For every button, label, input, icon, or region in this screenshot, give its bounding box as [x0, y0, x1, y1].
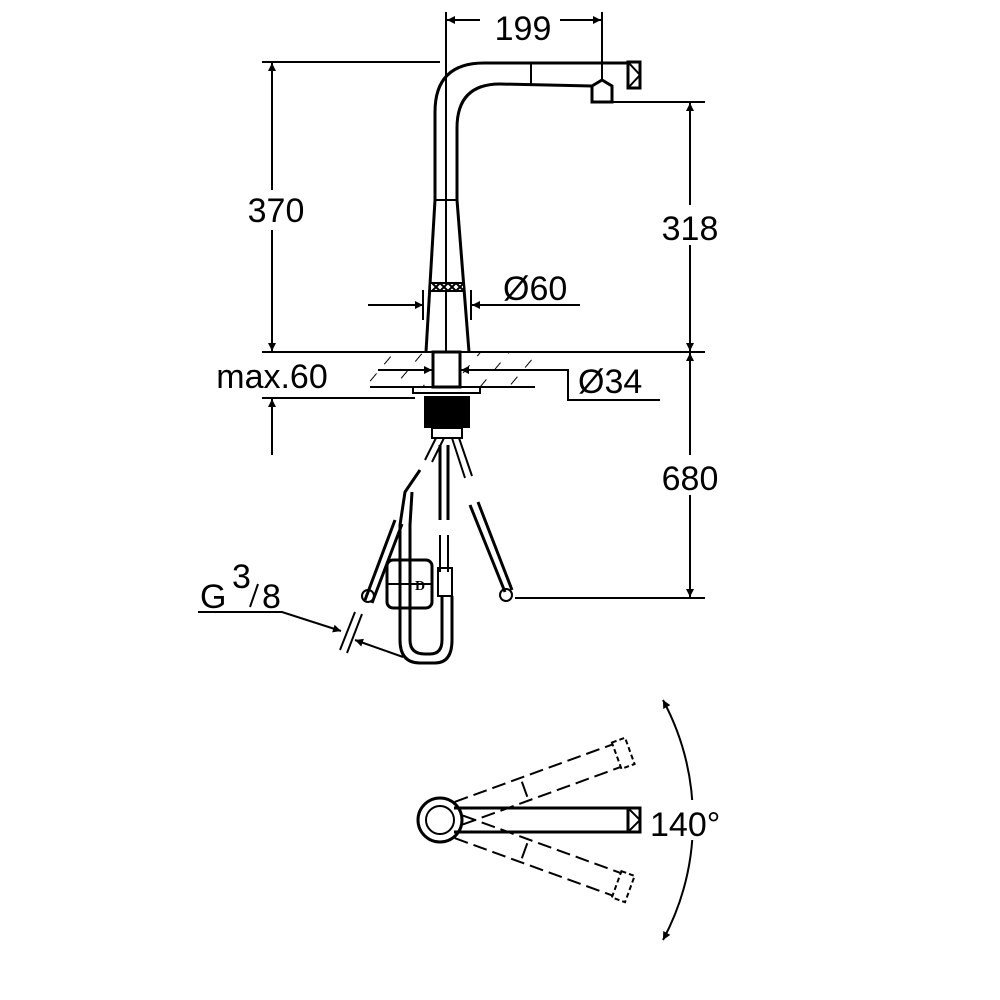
swivel-plan-view: 140°: [416, 699, 745, 941]
max-thickness-label: max.60: [216, 358, 328, 396]
mounting-nut: [412, 386, 481, 439]
spout-reach-label: 199: [495, 10, 552, 48]
dimension-base-diameter: Ø60: [368, 270, 580, 320]
dimension-hole-diameter: Ø34: [378, 363, 660, 401]
spout-height-label: 318: [662, 210, 719, 248]
connection-denominator: 8: [262, 578, 281, 616]
faucet-body: [424, 199, 471, 353]
dimension-total-height: 370: [236, 61, 440, 351]
dimension-connection-thread: G 3 8: [198, 558, 404, 658]
supply-hoses: D: [339, 437, 705, 665]
fraction-slash: [249, 583, 259, 608]
weight-mark: D: [415, 579, 425, 594]
dimension-spout-reach: 199: [445, 6, 603, 352]
connection-numerator: 3: [232, 558, 251, 596]
dimension-spout-height: 318: [650, 103, 730, 351]
dimension-max-counter-thickness: max.60: [216, 340, 415, 455]
faucet-spout: [433, 60, 705, 200]
hole-diameter-label: Ø34: [578, 363, 642, 401]
total-height-label: 370: [248, 192, 305, 230]
hose-length-label: 680: [662, 460, 719, 498]
base-diameter-label: Ø60: [503, 270, 567, 308]
dimension-hose-length: 680: [650, 353, 730, 597]
connection-g-label: G: [200, 578, 226, 616]
swivel-angle-label: 140°: [650, 806, 720, 844]
